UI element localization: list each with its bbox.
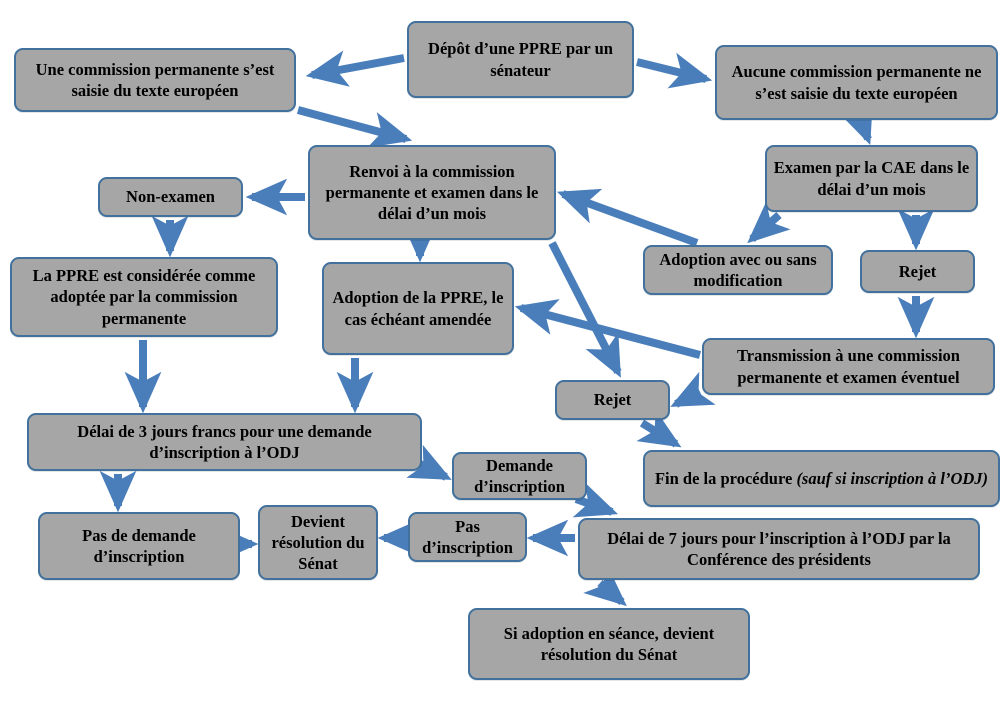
- node-adoption-ppre[interactable]: Adoption de la PPRE, le cas échéant amen…: [322, 262, 514, 355]
- edge-transmission-to-rejet-renvoi: [670, 371, 716, 408]
- node-adoption-avec-sans[interactable]: Adoption avec ou sans modification: [643, 245, 833, 295]
- node-label: Une commission permanente s’est saisie d…: [35, 59, 275, 100]
- node-label: Rejet: [593, 390, 632, 410]
- node-fin-procedure[interactable]: Fin de la procédure (sauf si inscription…: [643, 450, 1000, 507]
- edge-depot-to-aucune-commission: [636, 52, 713, 89]
- node-delai-7-jours[interactable]: Délai de 7 jours pour l’inscription à l’…: [578, 518, 980, 580]
- node-label: Aucune commission permanente ne s’est sa…: [731, 62, 982, 103]
- node-label: Délai de 3 jours francs pour une demande…: [77, 421, 372, 462]
- node-label: Renvoi à la commission permanente et exa…: [325, 161, 539, 224]
- edge-aucune-commission-to-examen-cae: [838, 99, 873, 145]
- node-label: La PPRE est considérée comme adoptée par…: [32, 266, 256, 328]
- edge-delai-3-jours-to-demande-inscription: [406, 444, 452, 481]
- edge-demande-inscription-to-delai-7-jours: [572, 482, 619, 518]
- edge-transmission-to-adoption-ppre: [514, 299, 702, 359]
- node-delai-3-jours[interactable]: Délai de 3 jours francs pour une demande…: [27, 413, 422, 471]
- edge-renvoi-to-rejet-renvoi: [548, 241, 622, 378]
- node-depot[interactable]: Dépôt d’une PPRE par un sénateur: [407, 21, 634, 98]
- node-aucune-commission[interactable]: Aucune commission permanente ne s’est sa…: [715, 45, 998, 120]
- node-label: Non-examen: [126, 187, 215, 207]
- edge-commission-saisie-to-renvoi: [296, 106, 413, 148]
- node-ppre-consideree[interactable]: La PPRE est considérée comme adoptée par…: [10, 257, 278, 337]
- node-renvoi[interactable]: Renvoi à la commission permanente et exa…: [308, 145, 556, 240]
- node-devient-resolution[interactable]: Devient résolution du Sénat: [258, 505, 378, 580]
- node-label-rich: Fin de la procédure (sauf si inscription…: [651, 468, 992, 489]
- node-label: Devient résolution du Sénat: [271, 511, 365, 574]
- node-label: Transmission à une commission permanente…: [737, 346, 960, 387]
- node-si-adoption-seance[interactable]: Si adoption en séance, devient résolutio…: [468, 608, 750, 680]
- node-label: Pas d’inscription: [422, 516, 513, 557]
- node-non-examen[interactable]: Non-examen: [98, 177, 243, 217]
- node-demande-inscription[interactable]: Demande d’inscription: [452, 452, 587, 500]
- node-rejet-renvoi[interactable]: Rejet: [555, 380, 670, 420]
- node-label: Délai de 7 jours pour l’inscription à l’…: [607, 528, 951, 569]
- edge-depot-to-commission-saisie: [305, 50, 405, 87]
- node-label: Dépôt d’une PPRE par un sénateur: [428, 39, 613, 80]
- edge-examen-cae-to-adoption-avec-sans: [747, 201, 791, 244]
- node-label: Adoption de la PPRE, le cas échéant amen…: [332, 288, 504, 329]
- node-label: Demande d’inscription: [474, 455, 565, 496]
- node-pas-demande[interactable]: Pas de demande d’inscription: [38, 512, 240, 580]
- node-rejet-cae[interactable]: Rejet: [860, 250, 975, 293]
- node-commission-saisie[interactable]: Une commission permanente s’est saisie d…: [14, 48, 296, 112]
- edge-delai-7-jours-to-si-adoption-seance: [583, 565, 627, 607]
- node-examen-cae[interactable]: Examen par la CAE dans le délai d’un moi…: [765, 145, 978, 212]
- edge-rejet-renvoi-to-fin-procedure: [636, 409, 682, 448]
- node-label: Si adoption en séance, devient résolutio…: [503, 623, 715, 664]
- edge-adoption-avec-sans-to-renvoi: [556, 188, 699, 247]
- node-label: Examen par la CAE dans le délai d’un moi…: [773, 158, 970, 199]
- fin-procedure-text-italic: (sauf si inscription à l’ODJ): [796, 468, 989, 488]
- node-pas-inscription[interactable]: Pas d’inscription: [408, 512, 527, 562]
- node-label: Pas de demande d’inscription: [82, 525, 196, 566]
- node-label: Rejet: [898, 261, 937, 281]
- node-transmission[interactable]: Transmission à une commission permanente…: [702, 338, 995, 395]
- fin-procedure-text-plain: Fin de la procédure: [654, 468, 797, 488]
- node-label: Adoption avec ou sans modification: [659, 249, 817, 290]
